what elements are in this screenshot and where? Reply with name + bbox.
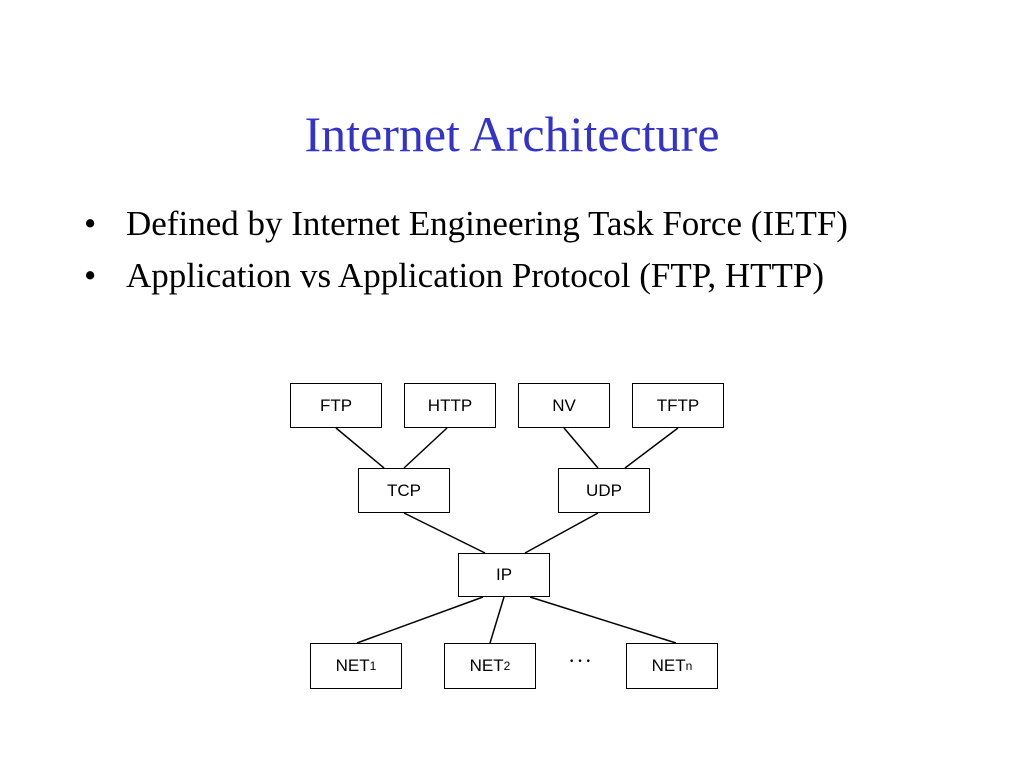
- http-box: HTTP: [404, 383, 496, 428]
- connector-nv-udp: [563, 427, 599, 469]
- ftp-box: FTP: [290, 383, 382, 428]
- connector-ip-netn: [529, 596, 677, 644]
- connector-tftp-udp: [624, 427, 679, 469]
- bullet-item: • Defined by Internet Engineering Task F…: [84, 198, 848, 250]
- net-n-label: NET: [651, 656, 686, 675]
- bullet-marker: •: [84, 256, 97, 295]
- bullet-list: • Defined by Internet Engineering Task F…: [84, 198, 848, 302]
- connector-tcp-ip: [403, 512, 486, 554]
- more-nets-ellipsis: ···: [568, 648, 593, 673]
- net-2-label: NET: [469, 656, 504, 675]
- connector-ftp-tcp: [335, 427, 385, 469]
- bullet-text: Defined by Internet Engineering Task For…: [126, 204, 848, 243]
- slide-title: Internet Architecture: [304, 106, 720, 162]
- net-1-label: NET: [335, 656, 370, 675]
- bullet-text: Application vs Application Protocol (FTP…: [126, 256, 825, 295]
- tcp-box: TCP: [358, 468, 450, 513]
- connector-udp-ip: [524, 512, 599, 554]
- connector-ip-net1: [356, 596, 484, 644]
- connector-ip-net2: [489, 596, 505, 644]
- nv-box: NV: [518, 383, 610, 428]
- connector-http-tcp: [403, 427, 448, 469]
- udp-box: UDP: [558, 468, 650, 513]
- tftp-box: TFTP: [632, 383, 724, 428]
- ip-box: IP: [458, 553, 550, 597]
- bullet-marker: •: [84, 204, 97, 243]
- bullet-item: • Application vs Application Protocol (F…: [84, 250, 848, 302]
